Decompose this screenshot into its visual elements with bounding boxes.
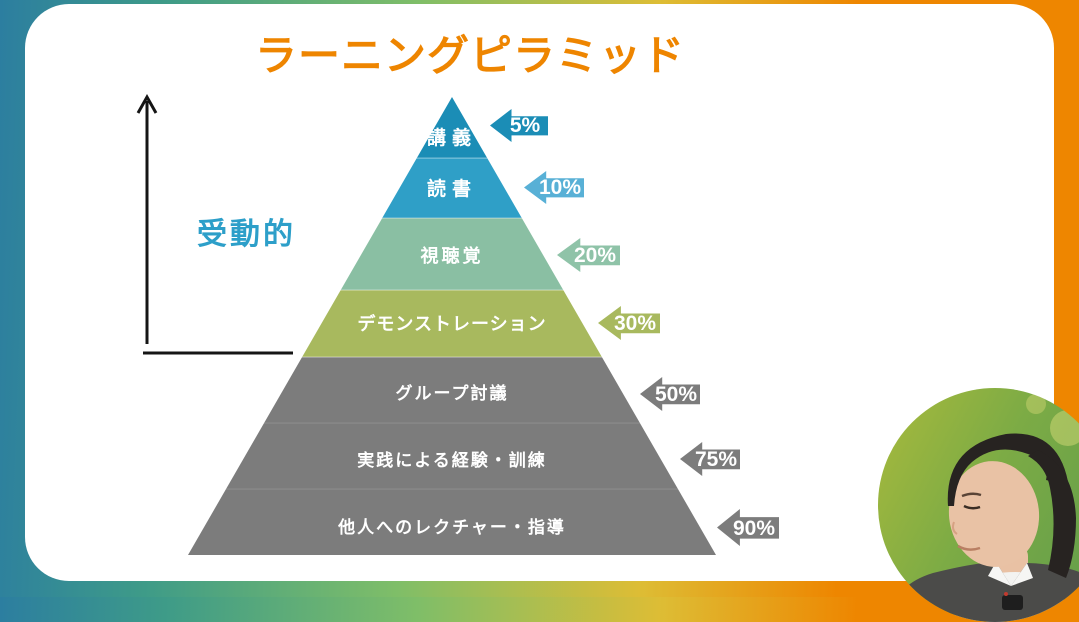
presenter-hair [1028, 450, 1076, 578]
band-divider [188, 157, 716, 159]
percent-arrows: 5% 10% 20% 30% 50% 75% 90% [490, 109, 779, 546]
passive-axis-label: 受動的 [197, 218, 296, 251]
presenter-video-circle [878, 388, 1079, 622]
band-divider [188, 289, 716, 291]
pyramid-level-label: デモンストレーション [357, 313, 546, 334]
nose [952, 521, 958, 535]
microphone-led [1004, 592, 1008, 596]
percent-label: 50% [655, 383, 697, 406]
percent-arrow [557, 238, 620, 272]
pyramid-level-label: 読書 [427, 177, 477, 200]
pyramid-level-label: 講義 [427, 126, 477, 149]
pyramid-level-label: グループ討議 [396, 383, 509, 403]
percent-label: 30% [614, 312, 656, 335]
shirt-collar [988, 562, 1011, 586]
vertical-axis-arrow [136, 93, 293, 355]
eye [963, 504, 981, 510]
percent-arrow [490, 109, 548, 142]
percent-arrow [680, 442, 740, 476]
pyramid-level-label: 視聴覚 [420, 245, 484, 266]
slide-title: ラーニングピラミッド [254, 32, 685, 79]
percent-label: 75% [695, 448, 737, 471]
band-divider [188, 356, 716, 358]
percent-label: 5% [510, 114, 541, 137]
clip-microphone [1002, 595, 1023, 610]
bokeh-light [1026, 394, 1046, 414]
percent-label: 90% [733, 517, 775, 540]
band-divider [188, 488, 716, 490]
pyramid-band [188, 489, 716, 555]
percent-arrow [524, 171, 584, 204]
presenter-face [948, 461, 1040, 567]
percent-label: 20% [574, 244, 616, 267]
mouth [957, 544, 981, 551]
pyramid-level-label: 他人へのレクチャー・指導 [337, 517, 566, 537]
eyebrow [961, 492, 982, 498]
band-divider [188, 422, 716, 424]
pyramid-band [188, 423, 716, 489]
percent-arrow [717, 509, 779, 546]
learning-pyramid-diagram: 講義 読書 視聴覚 デモンストレーション グループ討議 実践による経験・訓練 他… [136, 93, 779, 555]
band-divider [188, 217, 716, 219]
percent-label: 10% [539, 176, 581, 199]
bokeh-light [1050, 410, 1079, 446]
percent-arrow [598, 306, 660, 340]
percent-arrow [640, 377, 700, 411]
pyramid-level-label: 実践による経験・訓練 [357, 450, 547, 470]
shirt-collar [1011, 563, 1033, 586]
